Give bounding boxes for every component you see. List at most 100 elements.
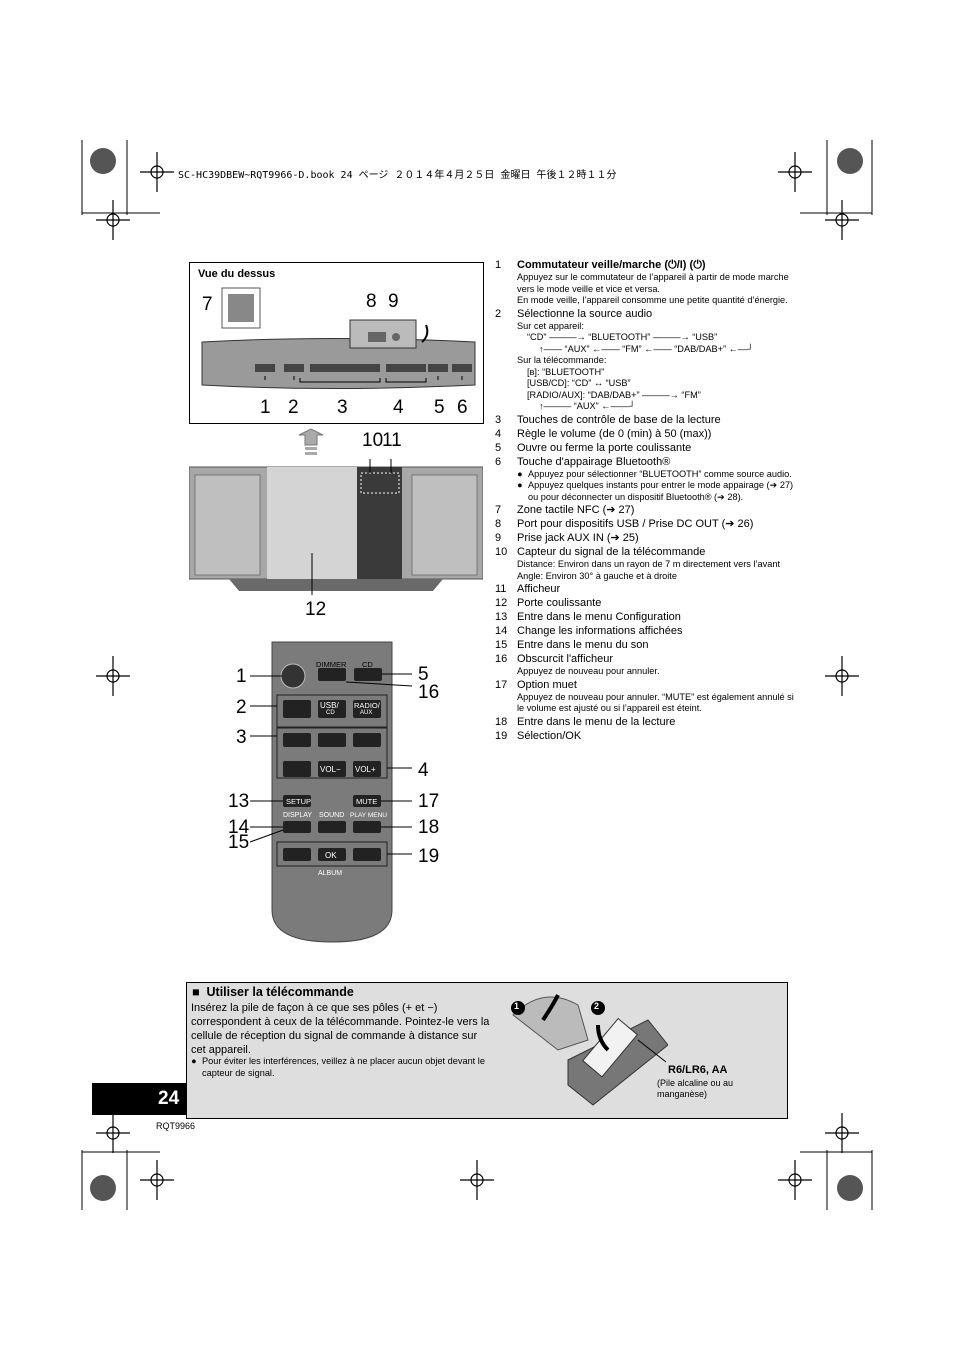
remote-callout-18: 18	[418, 817, 440, 838]
callout-1: 1	[260, 397, 271, 418]
item-number: 9	[495, 532, 502, 544]
item-number: 10	[495, 546, 508, 558]
playmenu-label: PLAY MENU	[350, 812, 387, 819]
item-number: 8	[495, 518, 502, 530]
item-text: Sélection/OK	[517, 729, 582, 742]
callout-12: 12	[305, 599, 327, 620]
item-number: 11	[495, 583, 507, 595]
step-2-marker: 2	[594, 1001, 600, 1011]
item-subtext: Distance: Environ dans un rayon de 7 m d…	[517, 559, 795, 582]
page-tab	[92, 1083, 186, 1115]
mute-label: MUTE	[356, 797, 378, 806]
remote-callout-2: 2	[236, 697, 247, 718]
item-subtext: Sur cet appareil:“CD” ———→ “BLUETOOTH” —…	[517, 321, 795, 413]
remote-callout-4: 4	[418, 760, 429, 781]
remote-callout-17: 17	[418, 791, 440, 812]
item-number: 5	[495, 441, 502, 454]
sound-label: SOUND	[319, 812, 345, 819]
item-text: Touche d'appairage Bluetooth®	[517, 455, 671, 468]
item-text: Obscurcit l'afficheur	[517, 653, 614, 665]
step-1-marker: 1	[514, 1001, 520, 1011]
dimmer-label: DIMMER	[316, 660, 347, 669]
list-item: 6 Touche d'appairage Bluetooth®	[495, 455, 795, 469]
ok-label: OK	[325, 851, 337, 860]
item-number: 18	[495, 715, 508, 728]
list-item: 12 Porte coulissante	[495, 596, 795, 610]
subtext-line: [USB/CD]: “CD” ↔ “USB”	[527, 378, 631, 388]
item-text: Entre dans le menu de la lecture	[517, 715, 676, 728]
item-text: Change les informations affichées	[517, 625, 683, 637]
remote-callout-16: 16	[418, 682, 440, 703]
subtext-line: Appuyez sur le commutateur de l’appareil…	[517, 272, 789, 294]
radio-button-sub: AUX	[360, 710, 373, 716]
callout-10: 10	[362, 430, 384, 451]
subtext-line: ↑—— “AUX” ←—— “FM” ←—— “DAB/DAB+” ←—┘	[539, 343, 754, 354]
item-number: 4	[495, 427, 502, 440]
item-text: Porte coulissante	[517, 597, 602, 609]
callout-11: 11	[382, 430, 402, 451]
list-item: 8 Port pour dispositifs USB / Prise DC OU…	[495, 517, 795, 531]
battery-label: R6/LR6, AA	[668, 1064, 728, 1076]
doc-code: RQT9966	[156, 1121, 196, 1131]
item-number: 17	[495, 678, 508, 691]
setup-label: SETUP	[286, 797, 312, 806]
list-item: 16 Obscurcit l'afficheur	[495, 652, 795, 666]
item-text: Option muet	[517, 678, 577, 691]
item-text: Capteur du signal de la télécommande	[517, 546, 706, 558]
list-item: 17 Option muet	[495, 678, 795, 692]
remote-illustration	[249, 641, 413, 943]
remote-callout-1: 1	[236, 666, 247, 687]
item-text: Zone tactile NFC (➔ 27)	[517, 504, 635, 516]
page-number: 24	[158, 1088, 180, 1109]
subtext-line: [RADIO/AUX]: “DAB/DAB+” ———→ “FM”	[527, 389, 701, 400]
bullet: ● Appuyez quelques instants pour entrer l…	[517, 480, 795, 503]
usb-button-sub: CD	[326, 710, 335, 716]
usb-button-label: USB/	[320, 701, 339, 710]
item-number: 6	[495, 455, 502, 468]
item-number: 19	[495, 729, 508, 742]
callout-4: 4	[393, 397, 404, 418]
item-number: 14	[495, 625, 508, 637]
item-subtext: Appuyez de nouveau pour annuler.	[517, 666, 795, 678]
front-view-illustration	[189, 428, 483, 595]
item-number: 12	[495, 597, 508, 609]
bullet-dot: ●	[517, 480, 523, 490]
item-bullets: ●Appuyez pour sélectionner “BLUETOOTH” c…	[517, 469, 795, 504]
vol-plus-label: VOL+	[355, 765, 376, 774]
item-text: Touches de contrôle de base de la lectur…	[517, 413, 721, 426]
item-number: 16	[495, 653, 508, 665]
list-item: 5 Ouvre ou ferme la porte coulissante	[495, 441, 795, 455]
item-number: 13	[495, 611, 508, 623]
item-text: Règle le volume (de 0 (min) à 50 (max))	[517, 427, 712, 440]
item-text: Port pour dispositifs USB / Prise DC OUT…	[517, 518, 754, 530]
callout-7: 7	[202, 294, 213, 315]
bullet-text: Appuyez quelques instants pour entrer le…	[528, 480, 794, 502]
subtext-line: Sur la télécommande:	[517, 355, 607, 365]
item-text: Ouvre ou ferme la porte coulissante	[517, 441, 692, 454]
item-text: Commutateur veille/marche (⏻/I) (⏻)	[517, 259, 706, 271]
item-subtext: Appuyez de nouveau pour annuler. “MUTE” …	[517, 692, 795, 715]
remote-usage-body: Insérez la pile de façon à ce que ses pô…	[191, 1002, 490, 1056]
item-text: Afficheur	[517, 583, 561, 595]
item-number: 2	[495, 307, 502, 320]
radio-button-label: RADIO/	[354, 701, 380, 710]
subtext-line: [ʙ]: “BLUETOOTH”	[527, 366, 605, 377]
subtext-line: “CD” ———→ “BLUETOOTH” ———→ “USB”	[527, 332, 718, 342]
subtext-line: Angle: Environ 30° à gauche et à droite	[517, 570, 677, 581]
subtext-line: Distance: Environ dans un rayon de 7 m d…	[517, 559, 780, 569]
remote-callout-13: 13	[228, 791, 250, 812]
remote-usage-note: ●Pour éviter les interférences, veillez …	[191, 1056, 485, 1078]
callout-6: 6	[457, 397, 468, 418]
subtext-line: ↑——— “AUX” ←——┘	[539, 401, 636, 411]
remote-usage-box	[186, 982, 788, 1119]
item-text: Sélectionne la source audio	[517, 307, 653, 320]
remote-usage-title: ■ Utiliser la télécommande	[192, 985, 354, 999]
remote-callout-5: 5	[418, 664, 429, 685]
top-view-label: Vue du dessus	[198, 268, 276, 280]
callout-3: 3	[337, 397, 348, 418]
